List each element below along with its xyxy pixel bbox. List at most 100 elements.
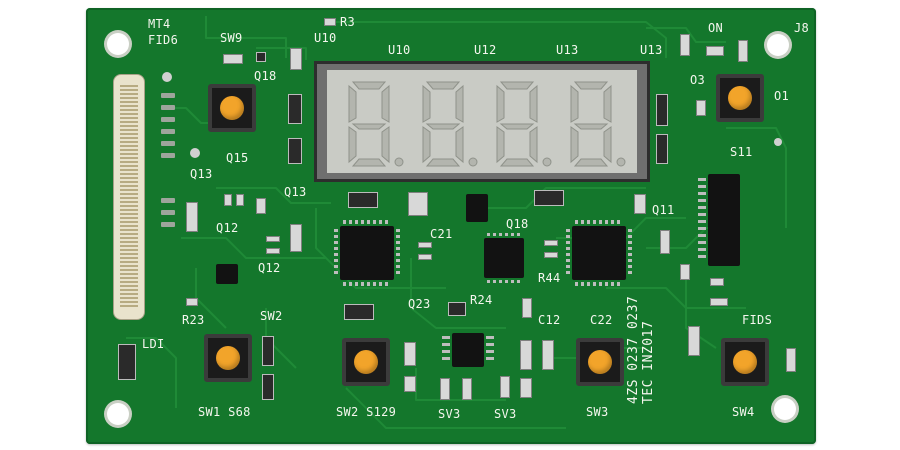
ic-qfn-center (484, 238, 524, 278)
seven-segment-display (314, 61, 650, 182)
label-sw2-top: SW2 (260, 309, 283, 323)
ic-qfp-left (340, 226, 394, 280)
button-cap (728, 86, 752, 110)
label-r24: R24 (470, 293, 493, 307)
label-j8: J8 (794, 21, 810, 35)
label-c12: C12 (538, 313, 561, 327)
push-button-sw3[interactable] (576, 338, 624, 386)
ic-pins (343, 220, 391, 224)
test-point (190, 148, 200, 158)
label-sw3: SW3 (586, 405, 609, 419)
mounting-hole-top-right (767, 34, 789, 56)
smd-capacitor (288, 138, 302, 164)
display-face (327, 70, 637, 173)
label-c21: C21 (430, 227, 453, 241)
transistor-sot (466, 194, 488, 222)
smd-capacitor (290, 224, 302, 252)
label-sw9: SW9 (220, 31, 243, 45)
label-sw1-s68: SW1 S68 (198, 405, 251, 419)
connector-pad (161, 93, 175, 98)
smd-capacitor (408, 192, 428, 216)
label-q12-b: Q12 (258, 261, 281, 275)
label-u10: U10 (388, 43, 411, 57)
label-u10-top: U10 (314, 31, 337, 45)
smd-capacitor (348, 192, 378, 208)
label-q11: Q11 (652, 203, 675, 217)
button-cap (588, 350, 612, 374)
smd-capacitor (262, 374, 274, 400)
smd-capacitor (534, 190, 564, 206)
connector-pad (161, 105, 175, 110)
connector-pad (161, 210, 175, 215)
smd-capacitor (696, 100, 706, 116)
smd-capacitor (542, 340, 554, 370)
test-point (162, 72, 172, 82)
smd-resistor (544, 252, 558, 258)
connector-pad (161, 222, 175, 227)
label-r3: R3 (340, 15, 356, 29)
label-o3: O3 (690, 73, 706, 87)
label-q13: Q13 (284, 185, 307, 199)
label-u13-right: U13 (640, 43, 663, 57)
smd-capacitor (404, 376, 416, 392)
serial-text-block: 4ZS 0237 0237 TEC INZ017 (626, 296, 656, 404)
label-u12: U12 (474, 43, 497, 57)
button-cap (354, 350, 378, 374)
ic-pins (486, 336, 494, 364)
smd-capacitor (186, 202, 198, 232)
smd-resistor (634, 194, 646, 214)
smd-resistor (266, 248, 280, 254)
smd-capacitor (288, 94, 302, 124)
label-r23: R23 (182, 313, 205, 327)
label-on: ON (708, 21, 724, 35)
ic-qfp-right (572, 226, 626, 280)
push-button-sw9[interactable] (208, 84, 256, 132)
smd-capacitor (262, 336, 274, 366)
ic-pins (628, 229, 632, 277)
ic-pins (575, 282, 623, 286)
push-button-s11[interactable] (716, 74, 764, 122)
ic-soic-bottom (452, 333, 484, 367)
label-q23: Q23 (408, 297, 431, 311)
smd-capacitor (256, 52, 266, 62)
smd-capacitor (522, 298, 532, 318)
smd-capacitor (738, 40, 748, 62)
smd-resistor (544, 240, 558, 246)
smd-capacitor (344, 304, 374, 320)
label-q18: Q18 (254, 69, 277, 83)
smd-resistor (224, 194, 232, 206)
push-button-sw2[interactable] (342, 338, 390, 386)
smd-capacitor (786, 348, 796, 372)
serial-line-1: 4ZS 0237 0237 (626, 295, 641, 404)
label-mt4: MT4 (148, 17, 171, 31)
serial-line-2: TEC INZ017 (641, 320, 656, 404)
label-q15: Q15 (226, 151, 249, 165)
label-s11: S11 (730, 145, 753, 159)
smd-capacitor (688, 326, 700, 356)
mounting-hole-top-left (107, 33, 129, 55)
label-o1: O1 (774, 89, 790, 103)
smd-resistor (223, 54, 243, 64)
smd-resistor (186, 298, 198, 306)
connector-pad (161, 129, 175, 134)
button-cap (216, 346, 240, 370)
label-r44: R44 (538, 271, 561, 285)
smd-capacitor (520, 340, 532, 370)
smd-capacitor (656, 134, 668, 164)
label-fids: FIDS (742, 313, 773, 327)
mounting-hole-bottom-right (774, 398, 796, 420)
smd-led (706, 46, 724, 56)
ic-pins (487, 233, 521, 236)
push-button-sw1[interactable] (204, 334, 252, 382)
smd-capacitor (290, 48, 302, 70)
smd-capacitor (660, 230, 670, 254)
label-q12-a: Q12 (216, 221, 239, 235)
smd-capacitor (404, 342, 416, 366)
label-sv3-b: SV3 (494, 407, 517, 421)
pcb-board: MT4 FID6 R3 U10 SW9 Q18 ON J8 U10 U12 U1… (86, 8, 816, 444)
connector-pad (161, 153, 175, 158)
push-button-sw4[interactable] (721, 338, 769, 386)
label-sw4: SW4 (732, 405, 755, 419)
ribbon-connector (113, 74, 145, 320)
smd-capacitor (710, 298, 728, 306)
